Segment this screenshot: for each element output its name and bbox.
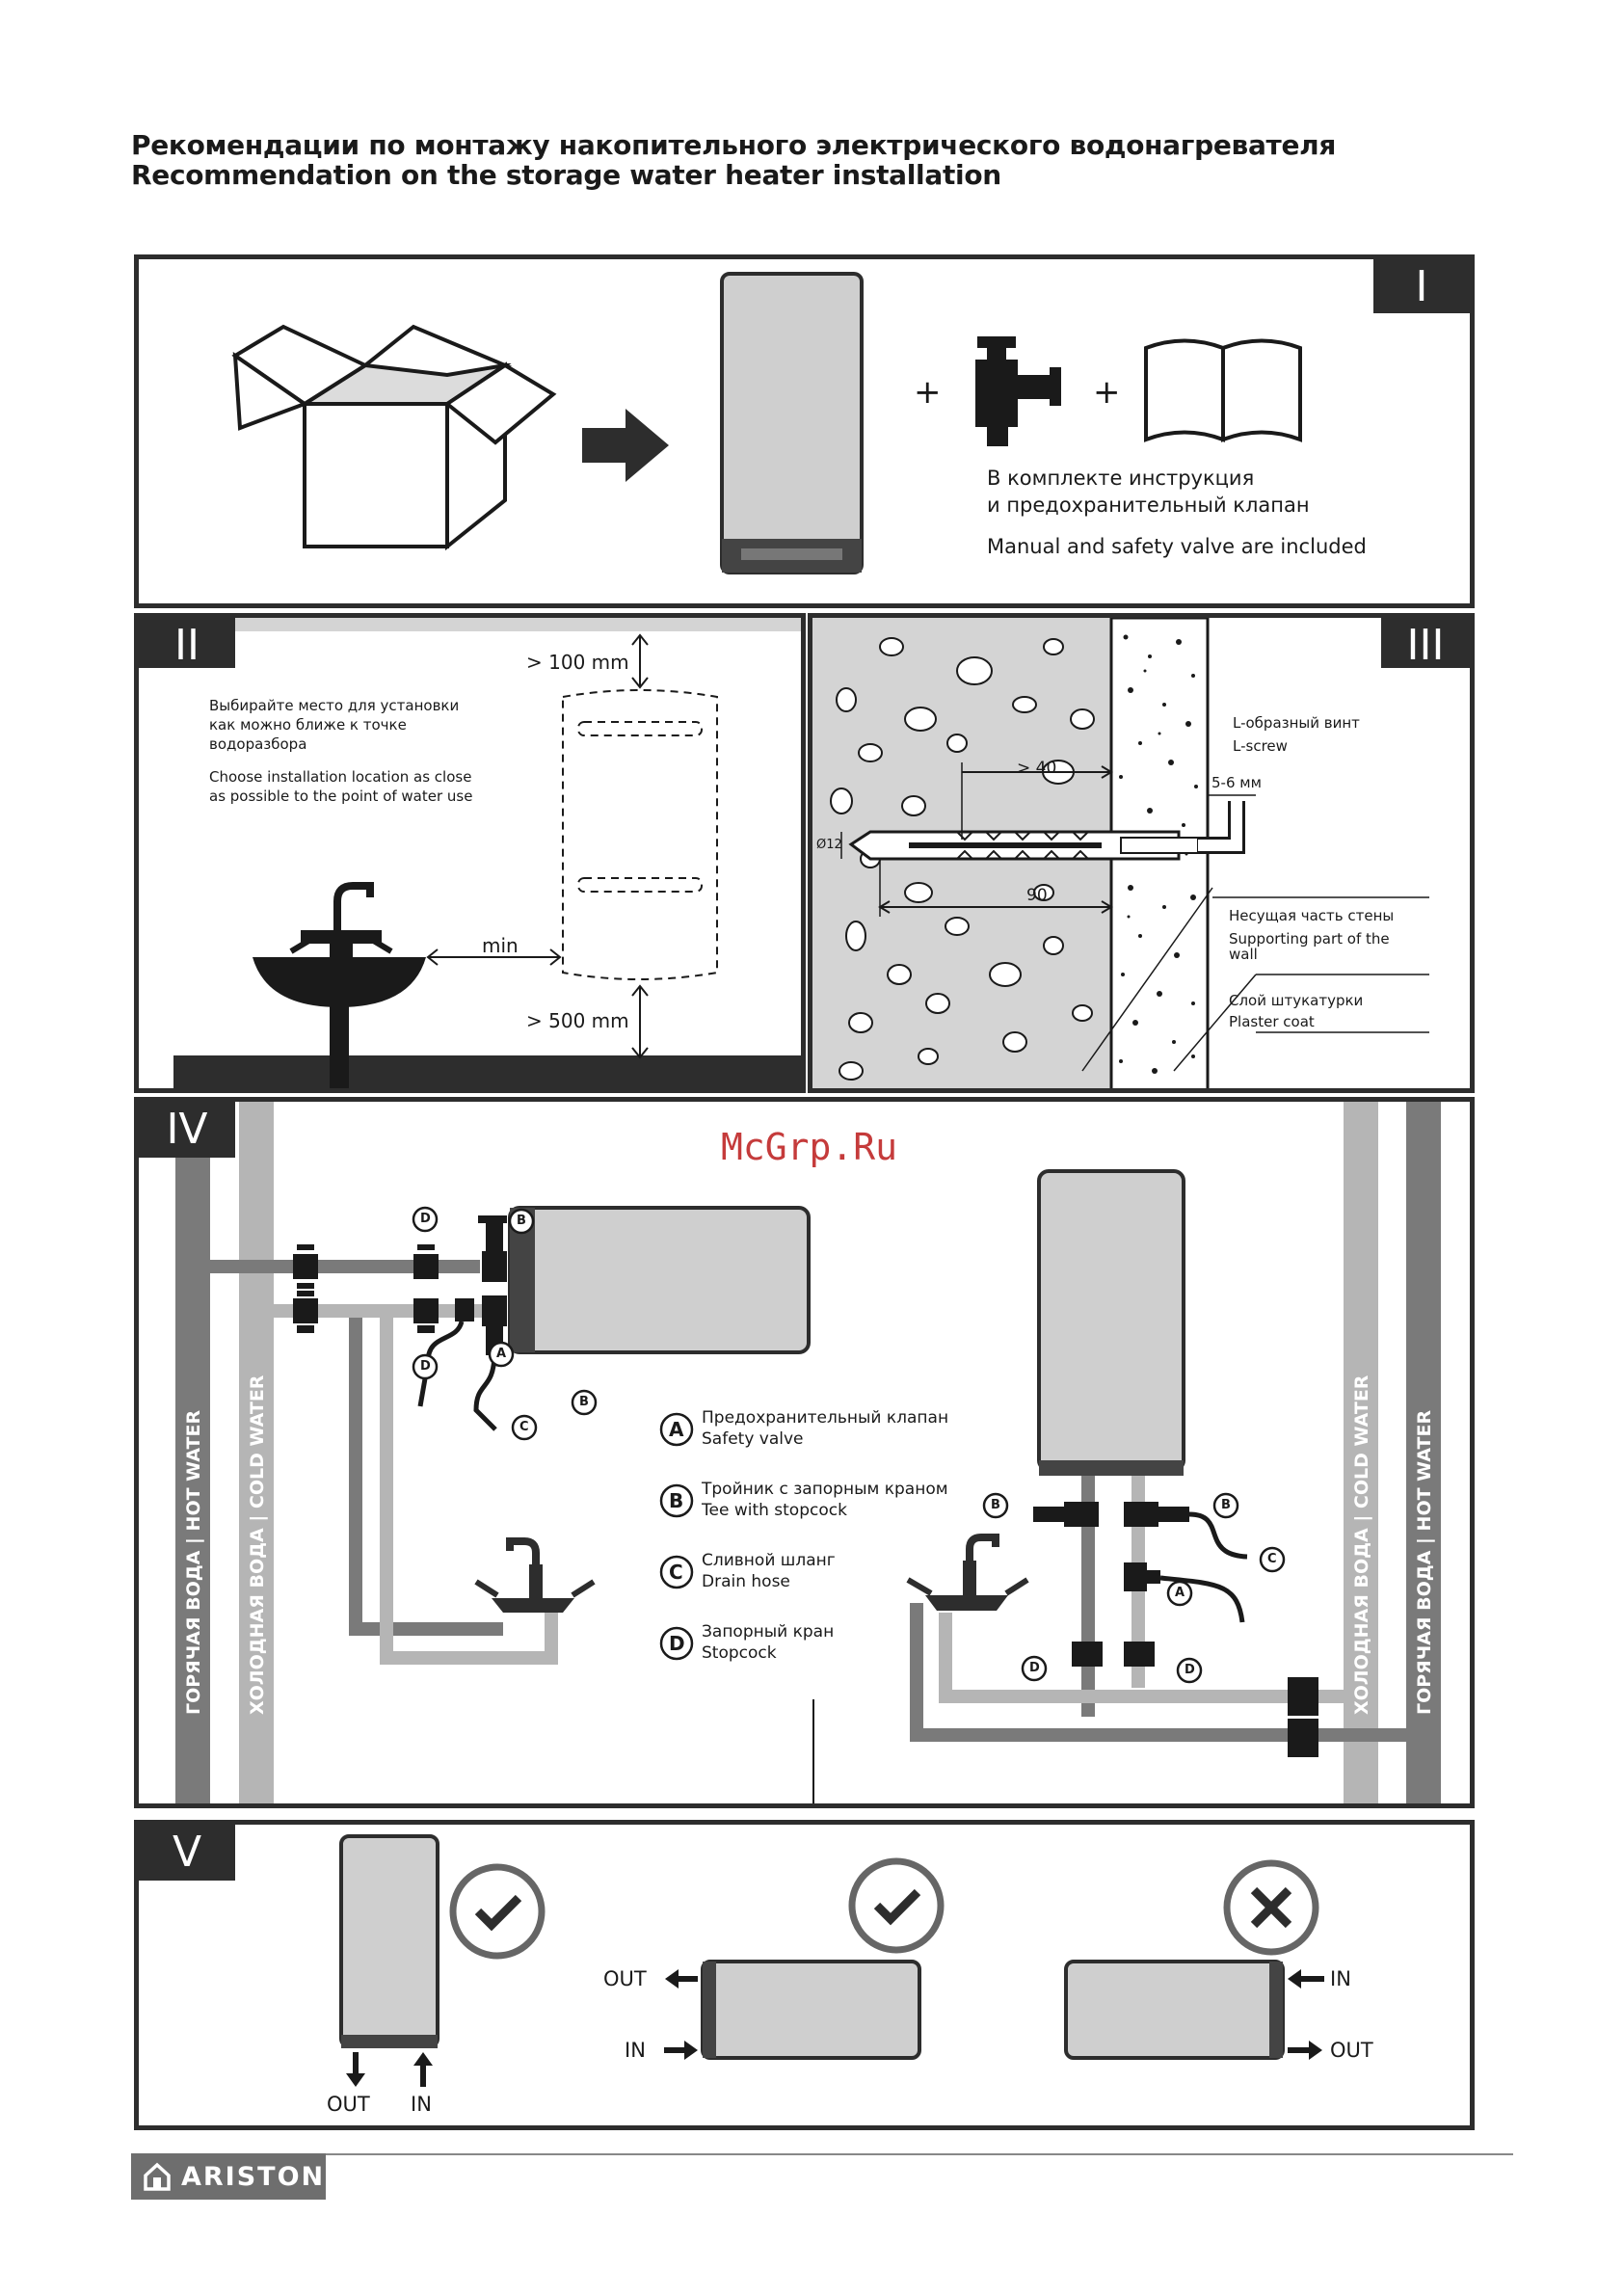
- legend-c-en: Drain hose: [702, 1572, 790, 1591]
- horizontal-right-out-label: OUT: [1330, 2039, 1373, 2062]
- cold-water-label-right: ХОЛОДНАЯ ВОДА | COLD WATER: [1351, 1375, 1372, 1715]
- plaster-label-ru: Слой штукатурки: [1229, 992, 1364, 1009]
- watermark: McGrp.Ru: [721, 1126, 898, 1168]
- house-icon: [144, 2162, 171, 2191]
- legend-b-en: Tee with stopcock: [702, 1501, 847, 1520]
- marker-b-left: B: [579, 1395, 589, 1409]
- marker-d-top: D: [420, 1212, 431, 1226]
- dim-5-6: 5-6 мм: [1211, 774, 1262, 791]
- title-en: Recommendation on the storage water heat…: [131, 159, 1001, 191]
- legend-d-en: Stopcock: [702, 1643, 777, 1663]
- legend-b-ru: Тройник с запорным краном: [702, 1480, 948, 1499]
- marker-a-left: A: [496, 1347, 507, 1361]
- horizontal-left-in-label: IN: [625, 2039, 646, 2062]
- arrow-right-icon: [582, 409, 669, 482]
- plaster-label-en: Plaster coat: [1229, 1013, 1315, 1030]
- kit-note-ru-1: В комплекте инструкция: [987, 467, 1255, 490]
- dim-90: 90: [1026, 886, 1048, 905]
- dim-top: > 100 mm: [526, 651, 629, 674]
- kit-note-ru-2: и предохранительный клапан: [987, 494, 1310, 517]
- panel-4-tag: IV: [139, 1102, 235, 1158]
- plus-sign-1: +: [914, 373, 942, 412]
- legend-a-letter: A: [669, 1418, 684, 1441]
- legend-b-letter: B: [669, 1489, 684, 1512]
- panel-3-tag: III: [1381, 618, 1470, 670]
- cold-water-label-left: ХОЛОДНАЯ ВОДА | COLD WATER: [247, 1375, 268, 1715]
- panel-3: III: [808, 613, 1475, 1093]
- dim-40: > 40: [1017, 759, 1057, 778]
- legend-c-letter: C: [669, 1561, 683, 1584]
- marker-a-right: A: [1175, 1586, 1185, 1600]
- wall-anchor-diagram: [812, 618, 1429, 1088]
- marker-b-top: B: [517, 1214, 526, 1228]
- hot-water-label-left: ГОРЯЧАЯ ВОДА | HOT WATER: [183, 1409, 204, 1715]
- water-heater-vertical: [720, 272, 864, 574]
- location-text-en-2: as possible to the point of water use: [209, 788, 473, 805]
- location-text-ru-3: водоразбора: [209, 735, 307, 753]
- location-text-en-1: Choose installation location as close: [209, 768, 472, 786]
- dim-bottom: > 500 mm: [526, 1009, 629, 1032]
- legend-d-letter: D: [669, 1632, 685, 1655]
- dim-12: Ø12: [816, 838, 842, 852]
- legend-d-ru: Запорный кран: [702, 1622, 835, 1642]
- kit-note-en: Manual and safety valve are included: [987, 535, 1367, 558]
- marker-c-right: C: [1267, 1552, 1277, 1566]
- horizontal-right-in-label: IN: [1330, 1967, 1351, 1990]
- horizontal-left-out-label: OUT: [603, 1967, 647, 1990]
- floor: [173, 1055, 801, 1088]
- marker-d-right-2: D: [1185, 1663, 1195, 1677]
- legend-a-ru: Предохранительный клапан: [702, 1408, 949, 1428]
- clearance-diagram: [426, 633, 718, 1059]
- location-text-ru-1: Выбирайте место для установки: [209, 697, 460, 714]
- vertical-out-label: OUT: [327, 2093, 370, 2116]
- screw-label-en: L-screw: [1233, 737, 1288, 755]
- sink-with-faucet-icon: [253, 882, 426, 1088]
- screw-label-ru: L-образный винт: [1233, 714, 1360, 732]
- marker-b-right-1: B: [991, 1498, 1000, 1512]
- orientation-diagram: [339, 1834, 1324, 2087]
- ceiling: [235, 618, 801, 631]
- panel-2: II > 100 mm > 500 mm min Выбирайте место…: [134, 613, 806, 1093]
- panel-2-tag: II: [139, 618, 235, 670]
- panel-1: I + + В комплекте инструкция и предохран…: [134, 254, 1475, 608]
- panel-4: IV: [134, 1097, 1475, 1808]
- piping-diagram: [175, 1102, 1441, 1803]
- marker-b-right-2: B: [1221, 1498, 1231, 1512]
- wall-label-en-1: Supporting part of the: [1229, 930, 1390, 948]
- marker-c-left: C: [519, 1420, 529, 1434]
- hot-water-label-right: ГОРЯЧАЯ ВОДА | HOT WATER: [1414, 1409, 1435, 1715]
- panel-5: V OUT IN OUT IN IN OUT: [134, 1820, 1475, 2130]
- wall-label-ru: Несущая часть стены: [1229, 907, 1395, 924]
- legend-a-en: Safety valve: [702, 1429, 804, 1449]
- title-ru: Рекомендации по монтажу накопительного э…: [131, 129, 1337, 161]
- marker-d-left: D: [420, 1359, 431, 1374]
- legend-c-ru: Сливной шланг: [702, 1551, 836, 1570]
- footer-divider: [131, 2153, 1513, 2155]
- dim-min: min: [482, 934, 519, 957]
- wall-label-en-2: wall: [1229, 946, 1258, 963]
- marker-d-right-1: D: [1029, 1661, 1040, 1675]
- manual-book-icon: [1144, 338, 1302, 442]
- brand-name: ARISTON: [181, 2162, 326, 2192]
- location-text-ru-2: как можно ближе к точке: [209, 716, 407, 734]
- panel-5-tag: V: [139, 1825, 235, 1881]
- vertical-in-label: IN: [411, 2093, 432, 2116]
- safety-valve-icon: [975, 336, 1061, 446]
- plus-sign-2: +: [1093, 373, 1121, 412]
- panel-1-tag: I: [1373, 259, 1470, 313]
- ariston-logo: ARISTON: [131, 2153, 326, 2200]
- open-box-illustration: [231, 324, 557, 551]
